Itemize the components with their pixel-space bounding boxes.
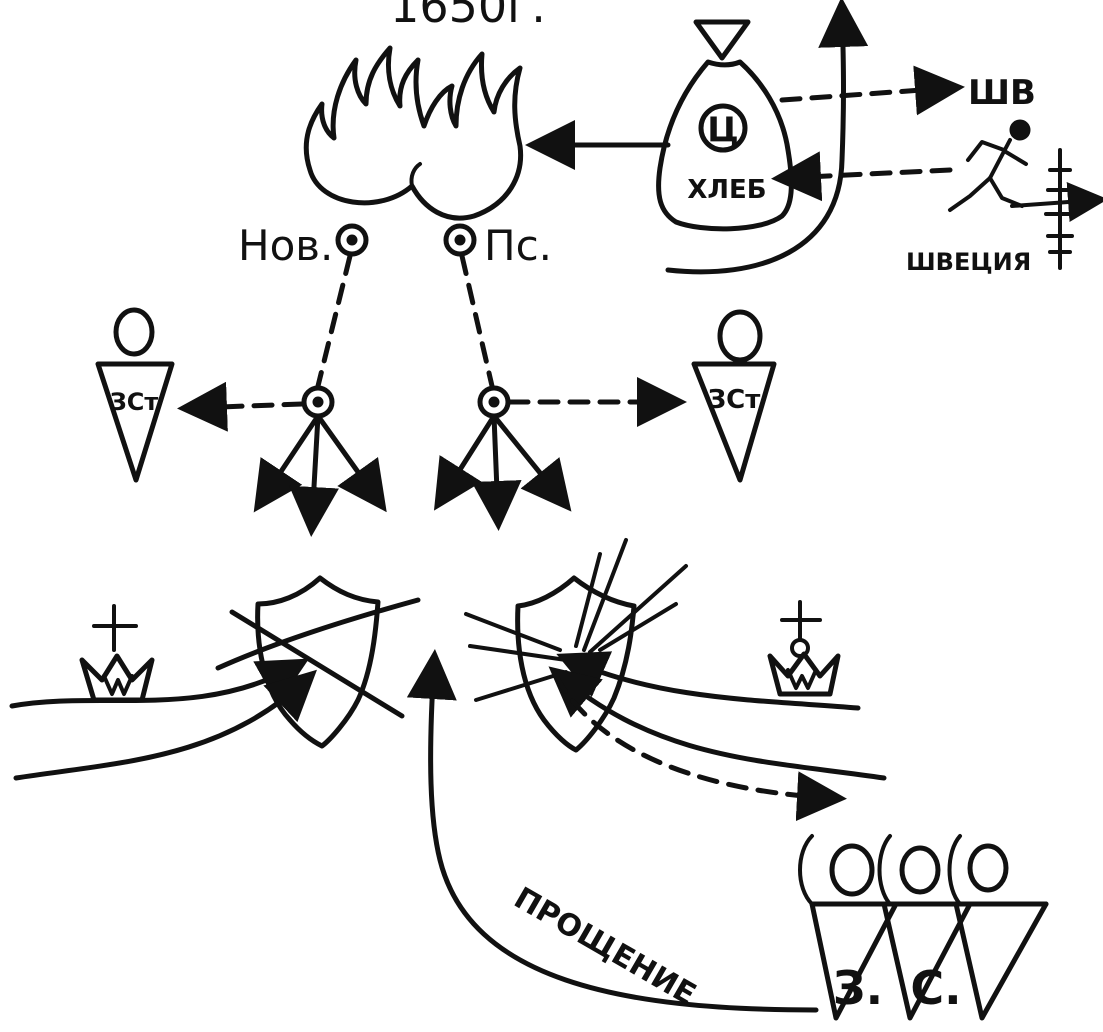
sack-outflow-arrow xyxy=(665,0,869,275)
crown-left-icon xyxy=(79,604,155,703)
zs-label-s: С. xyxy=(910,961,961,1015)
bread-label: ХЛЕБ xyxy=(687,175,766,205)
border-post-icon xyxy=(1010,148,1103,270)
left-attack-arrow-2 xyxy=(13,669,317,781)
twin-flames-icon xyxy=(303,45,524,221)
running-figure-icon xyxy=(948,119,1031,212)
zs-label-z: З. xyxy=(833,961,883,1015)
pskov-label: Пс. xyxy=(484,221,552,270)
tsar-mark: Ц xyxy=(707,110,739,150)
left-attack-arrow-1 xyxy=(9,658,310,709)
novgorod-node xyxy=(335,223,369,257)
right-attack-arrow-2 xyxy=(548,666,887,781)
grain-sack-icon: Ц ХЛЕБ xyxy=(656,19,794,232)
year-label: 1650г. xyxy=(390,0,546,33)
novgorod-subnode xyxy=(301,385,335,419)
zemsky-right-label: ЗСт xyxy=(708,385,761,415)
right-attack-arrow-1 xyxy=(556,651,861,711)
novgorod-label: Нов. xyxy=(238,221,333,270)
zemsky-left-person-icon: ЗСт xyxy=(95,307,175,483)
zemsky-left-label: ЗСт xyxy=(110,388,159,416)
crown-right-icon xyxy=(767,600,841,697)
pskov-node xyxy=(443,223,477,257)
right-dashed-outflow-arrow xyxy=(553,673,847,822)
sweden-short-label: ШВ xyxy=(968,73,1036,113)
forgiveness-arrow xyxy=(406,649,819,1013)
pskov-subnode xyxy=(477,385,511,419)
shield-left-icon xyxy=(215,575,421,749)
zemsky-right-person-icon: ЗСт xyxy=(691,309,777,483)
sweden-label: ШВЕЦИЯ xyxy=(906,248,1031,276)
zemsky-group-icon: З. С. xyxy=(798,834,1049,1021)
shield-right-icon xyxy=(464,538,688,753)
